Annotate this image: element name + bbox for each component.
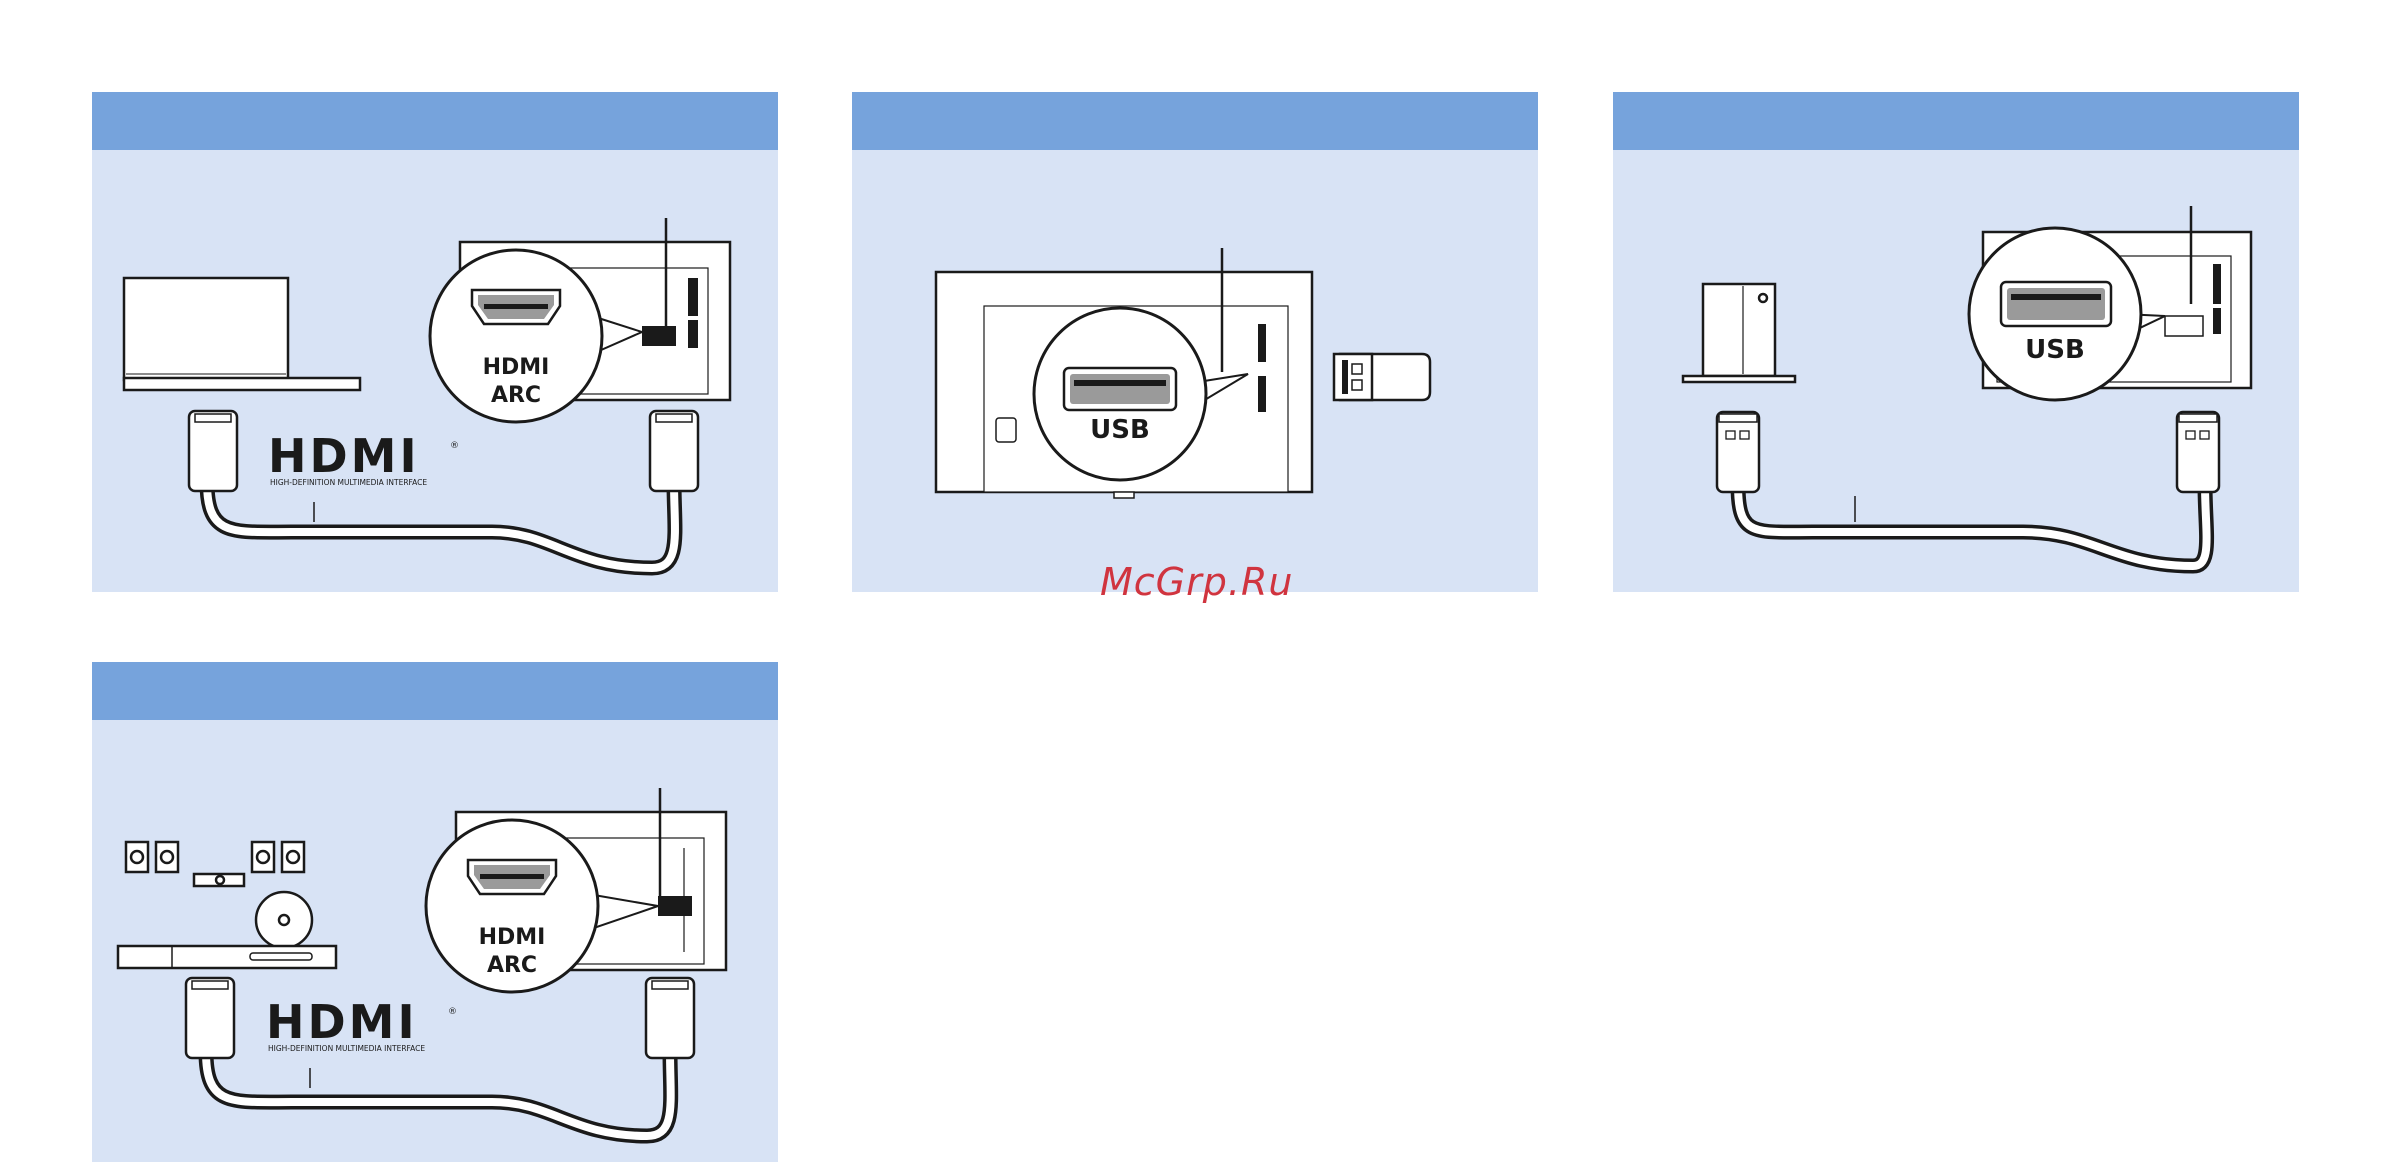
hdmi-cable — [189, 411, 698, 568]
zoom-label-arc: ARC — [491, 383, 541, 408]
hdmi-logo-mark: ® — [448, 1007, 457, 1017]
zoom-label-hdmi: HDMI — [479, 925, 546, 950]
zoom-label-arc: ARC — [487, 953, 537, 978]
panel-usb-drive: USB — [1613, 92, 2299, 592]
usb-drive-diagram: USB — [1613, 92, 2299, 592]
hard-drive-icon — [1683, 284, 1795, 382]
laptop-icon — [124, 278, 360, 390]
panel-hdmi-arc-hometheater: HDMI ARC HDMI ® HIGH-DEFINITION MULTIMED… — [92, 662, 778, 1162]
zoom-label-usb: USB — [1090, 415, 1150, 445]
watermark-text: McGrp.Ru — [1100, 560, 1300, 604]
hdmi-logo-text: HDMI — [266, 995, 418, 1049]
panel-hdmi-arc-tv: HDMI ARC HDMI ® HIGH-DEFINITION MULTIMED… — [92, 92, 778, 592]
zoom-label-hdmi: HDMI — [483, 355, 550, 380]
hdmi-logo-mark: ® — [450, 441, 459, 451]
panel-usb-dongle: USB — [852, 92, 1538, 592]
hdmi-logo-text: HDMI — [268, 429, 420, 483]
hdmi-logo-subtitle: HIGH-DEFINITION MULTIMEDIA INTERFACE — [270, 478, 427, 487]
hdmi-arc-hometheater-diagram: HDMI ARC HDMI ® HIGH-DEFINITION MULTIMED… — [92, 662, 778, 1162]
home-theater-system-icon — [118, 842, 336, 968]
usb-dongle-icon — [1334, 354, 1430, 400]
zoom-label-usb: USB — [2025, 335, 2085, 365]
usb-cable — [1717, 412, 2219, 566]
hdmi-arc-tv-diagram: HDMI ARC HDMI ® HIGH-DEFINITION MULTIMED… — [92, 92, 778, 592]
hdmi-cable — [186, 978, 694, 1136]
usb-dongle-diagram: USB — [852, 92, 1538, 592]
hdmi-logo-subtitle: HIGH-DEFINITION MULTIMEDIA INTERFACE — [268, 1044, 425, 1053]
